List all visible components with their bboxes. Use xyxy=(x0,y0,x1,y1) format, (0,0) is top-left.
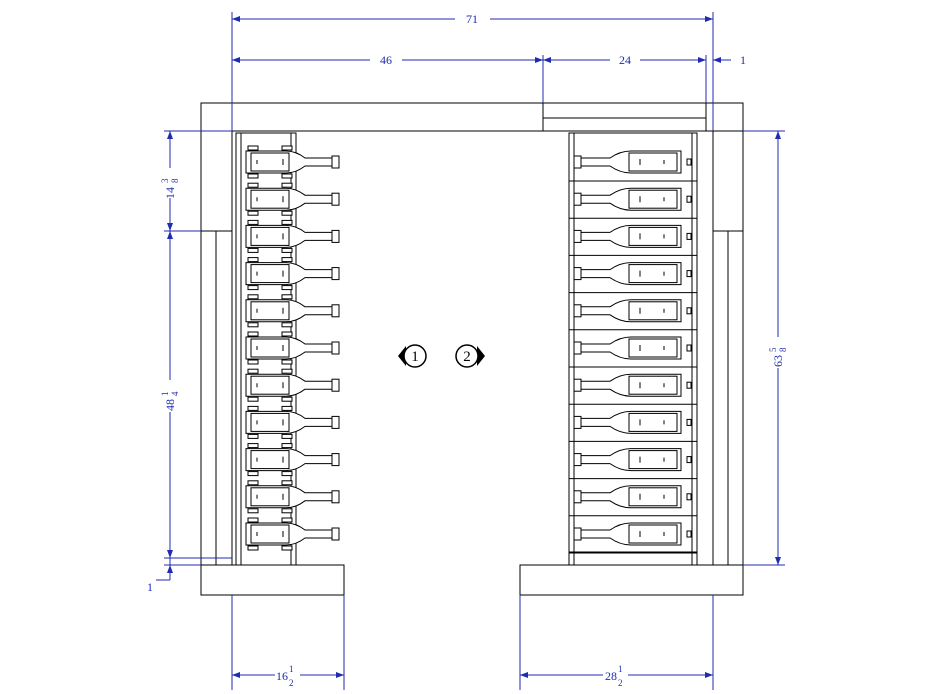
dim-right-gap: 1 xyxy=(740,53,746,67)
view-label-2: 2 xyxy=(463,349,471,365)
dim-total-height: 63 5 8 xyxy=(768,347,788,367)
dimension-arrowheads xyxy=(167,16,781,678)
wine-bottle-icon xyxy=(569,373,697,405)
dim-top-height-den: 8 xyxy=(170,178,180,183)
top-wall xyxy=(200,102,744,132)
dim-right-opening: 28 1 2 xyxy=(605,664,623,688)
wine-bottle-icon xyxy=(245,145,340,179)
dim-left-section: 46 xyxy=(380,53,392,67)
dim-total-height-den: 8 xyxy=(778,347,788,352)
wine-bottle-icon xyxy=(569,522,697,554)
left-wine-rack xyxy=(235,132,340,566)
wine-bottle-icon xyxy=(569,262,697,294)
dim-left-opening-num: 1 xyxy=(289,664,294,674)
wine-bottle-icon xyxy=(569,485,697,517)
wine-bottle-icon xyxy=(245,368,340,402)
dim-rack-height-whole: 48 xyxy=(163,399,177,411)
wine-bottle-icon xyxy=(245,219,340,253)
wine-bottle-icon xyxy=(569,410,697,442)
room-walls xyxy=(200,102,744,596)
view-callout-left-icon: 1 xyxy=(398,344,427,368)
wine-bottle-icon xyxy=(569,187,697,219)
wine-bottle-icon xyxy=(245,480,340,514)
dim-total-height-num: 5 xyxy=(768,347,778,352)
wine-bottle-icon xyxy=(245,294,340,328)
bottom-right-wall xyxy=(519,564,744,596)
dim-right-opening-num: 1 xyxy=(618,664,623,674)
dim-rack-height-num: 1 xyxy=(160,392,170,397)
wine-bottle-icon xyxy=(245,517,340,551)
dim-left-opening-whole: 16 xyxy=(276,669,288,683)
dim-total-height-whole: 63 xyxy=(771,355,785,367)
dim-left-opening-den: 2 xyxy=(289,678,294,688)
dim-right-opening-whole: 28 xyxy=(605,669,617,683)
dim-bottom-offset: 1 xyxy=(147,580,153,594)
wine-bottle-icon xyxy=(569,336,697,368)
dim-left-opening: 16 1 2 xyxy=(276,664,294,688)
dim-rack-height: 48 1 4 xyxy=(160,391,180,411)
wine-bottle-icon xyxy=(245,182,340,216)
dim-top-height-num: 3 xyxy=(160,178,170,183)
view-label-1: 1 xyxy=(411,349,419,365)
wine-bottle-icon xyxy=(245,443,340,477)
right-rack-frame xyxy=(568,132,698,566)
dim-right-opening-den: 2 xyxy=(618,678,623,688)
dim-rack-height-den: 4 xyxy=(170,391,180,396)
view-callout-right-icon: 2 xyxy=(455,344,485,368)
dim-overall-width: 71 xyxy=(466,12,478,26)
dim-top-height: 14 3 8 xyxy=(160,178,180,199)
wine-bottle-icon xyxy=(245,331,340,365)
right-wine-rack xyxy=(568,132,698,566)
dim-right-section: 24 xyxy=(619,53,631,67)
wine-bottle-icon xyxy=(569,448,697,480)
bottom-left-wall xyxy=(200,564,345,596)
wine-bottle-icon xyxy=(569,299,697,331)
wine-bottle-icon xyxy=(569,150,697,182)
wine-bottle-icon xyxy=(245,405,340,439)
wine-bottle-icon xyxy=(569,224,697,256)
dim-top-height-whole: 14 xyxy=(163,187,177,199)
wine-bottle-icon xyxy=(245,257,340,291)
